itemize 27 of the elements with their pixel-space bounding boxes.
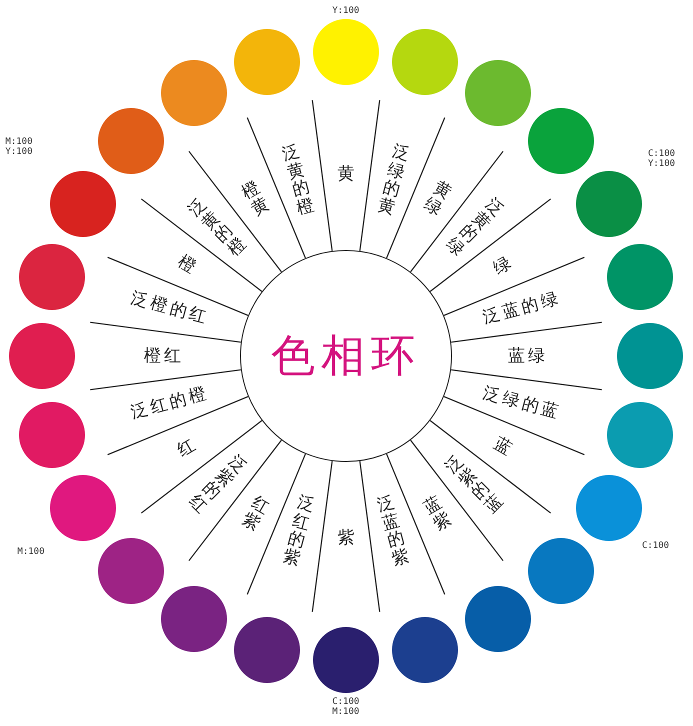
hue-name-label: 绿 (490, 252, 517, 278)
hue-name-label: 泛橙的红 (129, 289, 212, 328)
hue-name-label: 红 (175, 434, 202, 460)
hue-name-label: 泛蓝的绿 (480, 289, 563, 328)
hue-name-label: 泛绿的蓝 (480, 384, 563, 422)
hue-name-label: 橙红 (144, 346, 184, 366)
hue-name-label: 黄绿 (420, 178, 454, 219)
hue-name-label: 红紫 (238, 493, 272, 534)
hue-name-label: 泛红的橙 (129, 384, 212, 422)
ink-value-label: C:100 Y:100 (646, 149, 676, 170)
hue-name-label: 蓝 (490, 434, 517, 460)
hue-name-label: 蓝绿 (508, 346, 548, 366)
ink-value-label: C:100 (640, 541, 670, 552)
hue-name-label: 泛绿的黄 (375, 142, 411, 218)
hue-name-label: 黄 (338, 164, 354, 184)
hue-name-label: 泛黄的橙 (281, 142, 317, 218)
ink-value-label: M:100 (16, 547, 46, 558)
hue-name-label: 橙 (175, 252, 202, 278)
wheel-title: 色相环 (271, 330, 421, 384)
ink-value-label: M:100 Y:100 (4, 137, 34, 158)
hue-name-label: 泛蓝的紫 (375, 493, 411, 570)
hue-name-label: 泛红的紫 (281, 493, 317, 570)
ink-value-label: C:100 M:100 (331, 697, 360, 718)
hue-name-label: 橙黄 (238, 178, 272, 219)
ink-value-label: Y:100 (331, 6, 360, 16)
hue-name-label: 蓝紫 (420, 493, 454, 534)
hue-name-label: 紫 (338, 528, 354, 548)
